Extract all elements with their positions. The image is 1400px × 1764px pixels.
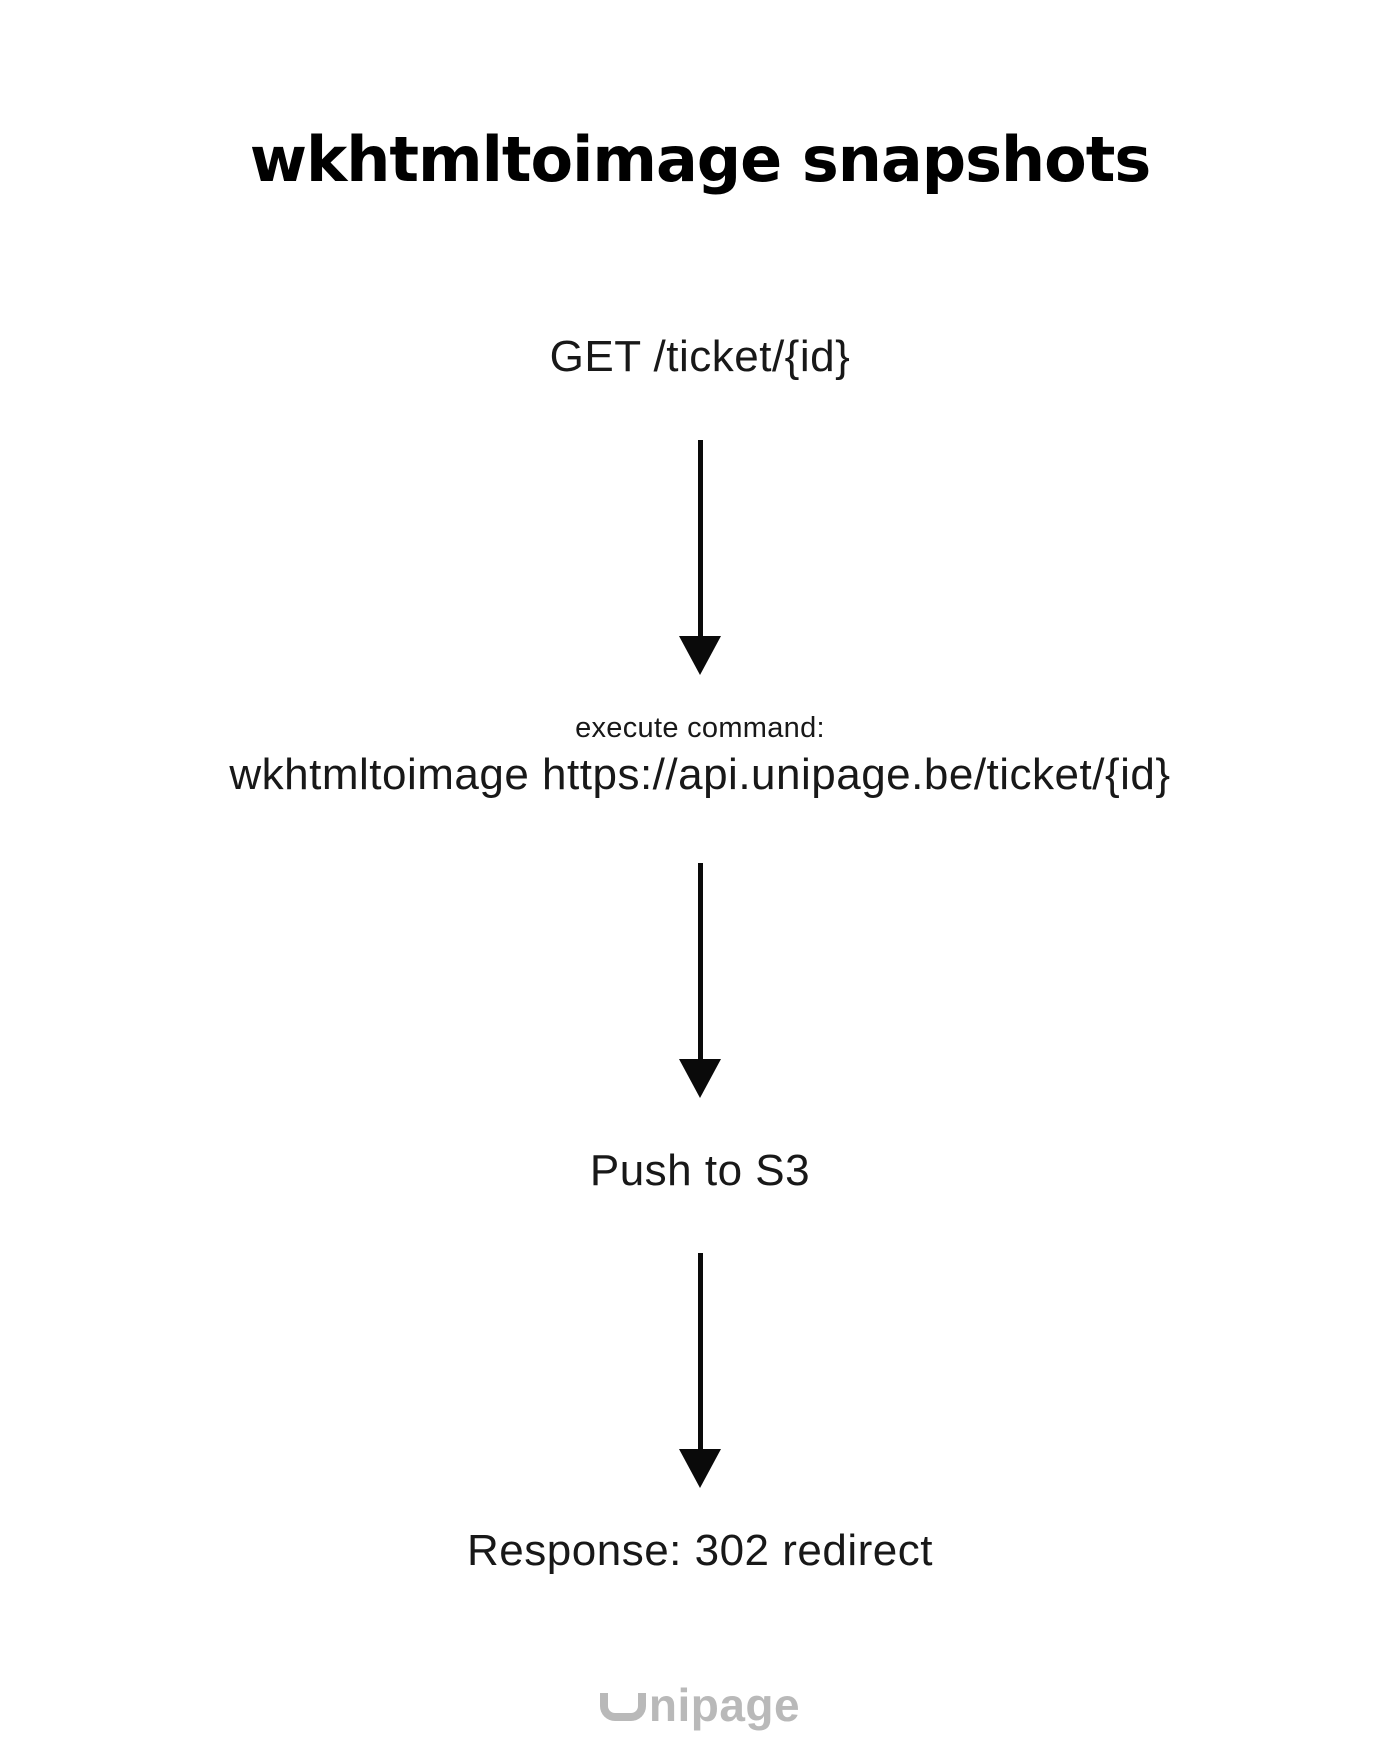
arrow-down-icon (679, 440, 721, 675)
unipage-u-mark-icon (599, 1693, 646, 1721)
arrow-head (679, 1059, 721, 1098)
node-wkhtmltoimage-command: wkhtmltoimage https://api.unipage.be/tic… (229, 750, 1171, 799)
unipage-logo: nipage (0, 1680, 1400, 1731)
arrow-shaft (697, 863, 703, 1059)
arrow-head (679, 636, 721, 675)
arrow-head (679, 1449, 721, 1488)
node-response-302-redirect: Response: 302 redirect (467, 1526, 933, 1575)
page-title: wkhtmltoimage snapshots (249, 122, 1152, 196)
arrow-shaft (697, 1253, 703, 1449)
node-get-request: GET /ticket/{id} (549, 332, 851, 381)
arrow-shaft (697, 440, 703, 636)
arrow-down-icon (679, 863, 721, 1098)
unipage-logo-text: nipage (648, 1679, 801, 1731)
arrow-down-icon (679, 1253, 721, 1488)
node-execute-command-label: execute command: (575, 712, 825, 744)
node-push-to-s3: Push to S3 (589, 1146, 811, 1195)
